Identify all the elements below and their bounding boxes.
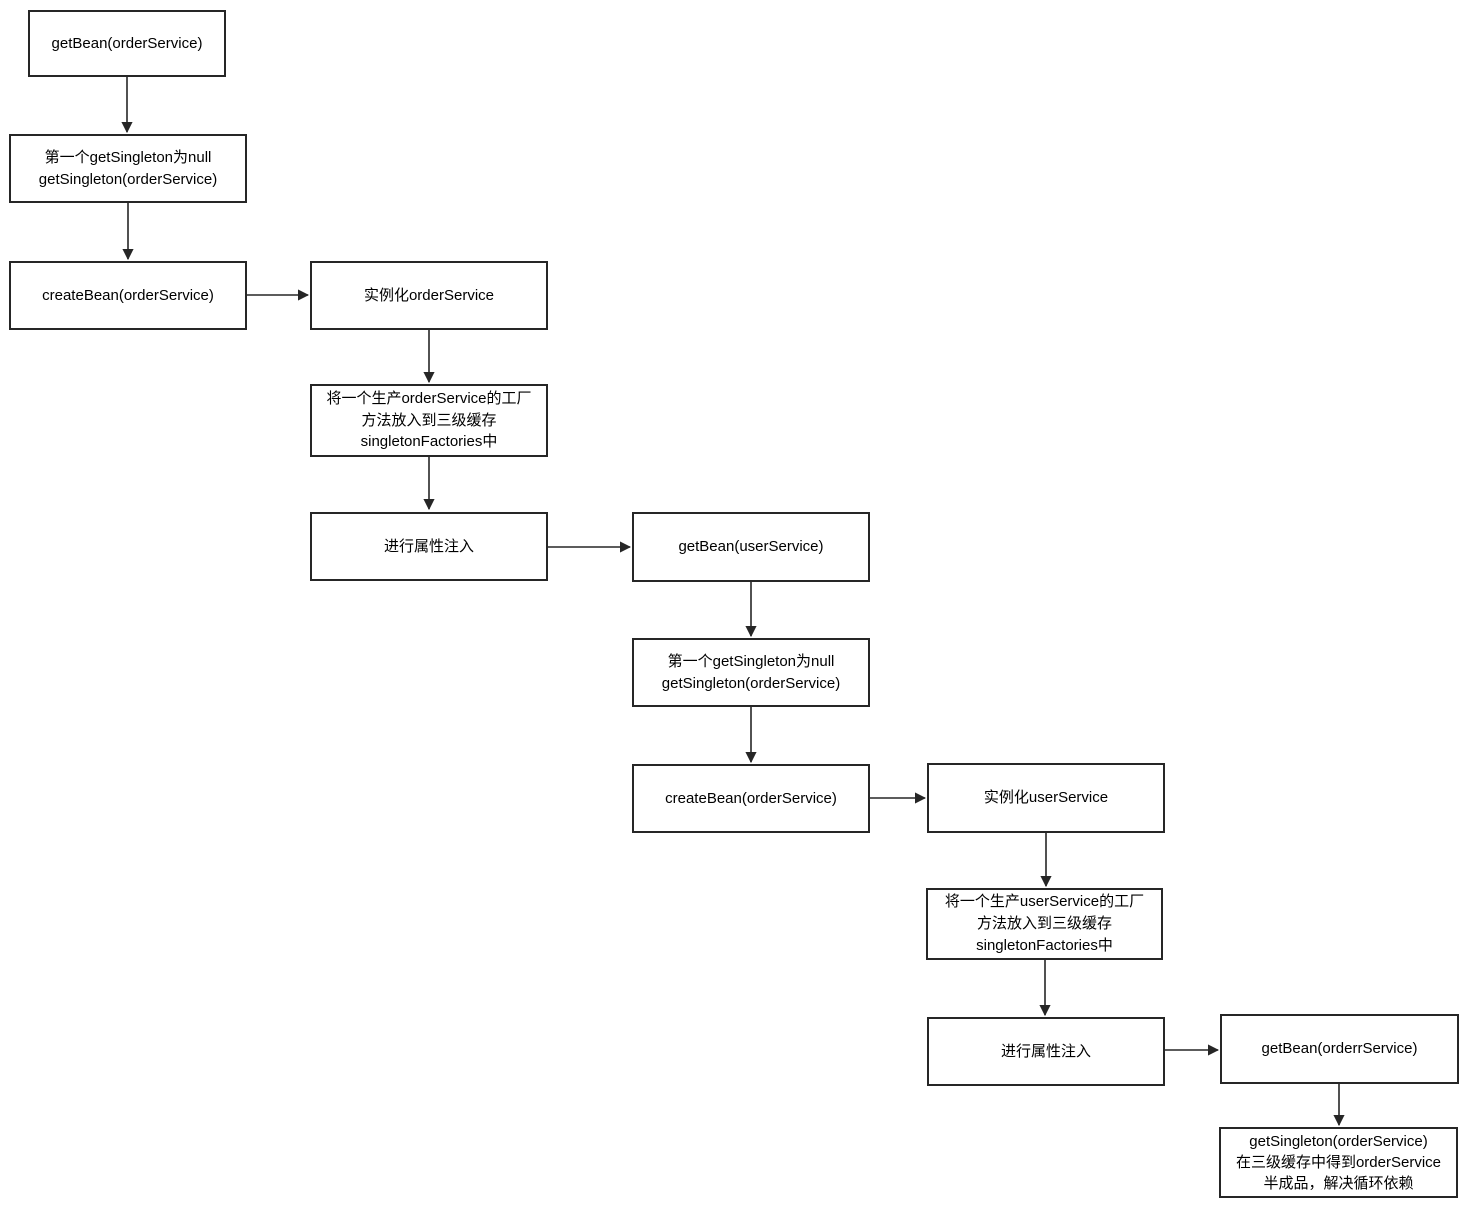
node-label-instantiate-user-service: 实例化userService: [983, 789, 1109, 807]
node-label-get-singleton-null-2: 第一个getSingleton为null getSingleton(orderS…: [661, 652, 841, 692]
node-label-get-singleton-resolve: getSingleton(orderService) 在三级缓存中得到order…: [1235, 1133, 1442, 1192]
node-create-bean-order-service-2: createBean(orderService): [632, 764, 870, 833]
node-label-create-bean-order-service-2: createBean(orderService): [665, 789, 837, 807]
node-get-singleton-null-2: 第一个getSingleton为null getSingleton(orderS…: [632, 638, 870, 707]
node-get-bean-user-service: getBean(userService): [632, 512, 870, 582]
node-get-bean-orderr-service: getBean(orderrService): [1220, 1014, 1459, 1084]
node-label-factory-order-service: 将一个生产orderService的工厂 方法放入到三级缓存 singleton…: [326, 389, 532, 451]
node-get-singleton-null-1: 第一个getSingleton为null getSingleton(orderS…: [9, 134, 247, 203]
node-label-property-injection-1: 进行属性注入: [383, 537, 474, 555]
node-label-get-bean-user-service: getBean(userService): [678, 538, 824, 556]
node-property-injection-1: 进行属性注入: [310, 512, 548, 581]
node-label-create-bean-order-service-1: createBean(orderService): [42, 286, 214, 304]
node-property-injection-2: 进行属性注入: [927, 1017, 1165, 1086]
node-factory-user-service: 将一个生产userService的工厂 方法放入到三级缓存 singletonF…: [926, 888, 1163, 960]
node-label-get-bean-orderr-service: getBean(orderrService): [1261, 1040, 1418, 1058]
node-instantiate-order-service: 实例化orderService: [310, 261, 548, 330]
node-get-bean-order-service: getBean(orderService): [28, 10, 226, 77]
node-label-factory-user-service: 将一个生产userService的工厂 方法放入到三级缓存 singletonF…: [944, 893, 1145, 954]
node-get-singleton-resolve: getSingleton(orderService) 在三级缓存中得到order…: [1219, 1127, 1458, 1198]
node-instantiate-user-service: 实例化userService: [927, 763, 1165, 833]
node-label-get-singleton-null-1: 第一个getSingleton为null getSingleton(orderS…: [38, 148, 218, 188]
node-label-get-bean-order-service: getBean(orderService): [51, 34, 203, 52]
node-factory-order-service: 将一个生产orderService的工厂 方法放入到三级缓存 singleton…: [310, 384, 548, 457]
node-label-instantiate-order-service: 实例化orderService: [363, 286, 495, 304]
node-create-bean-order-service-1: createBean(orderService): [9, 261, 247, 330]
node-label-property-injection-2: 进行属性注入: [1000, 1042, 1091, 1060]
